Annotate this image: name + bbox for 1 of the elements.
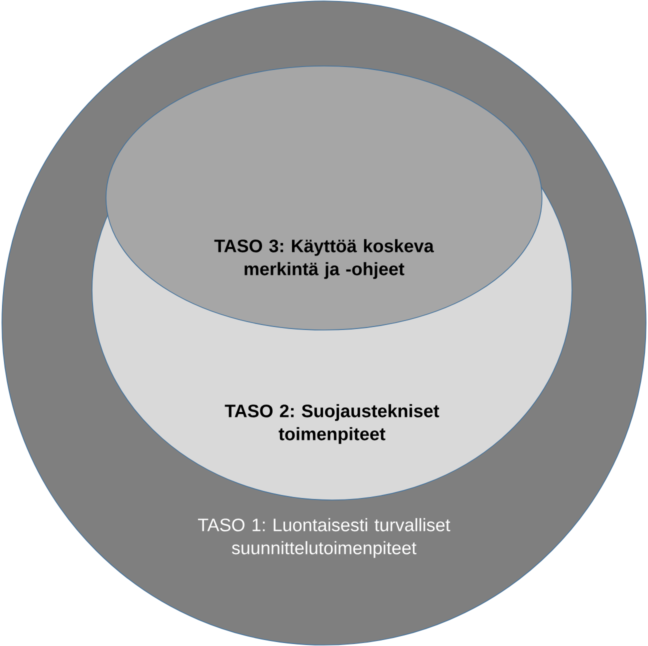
ellipse-region: TASO 3: Käyttöä koskeva merkintä ja -ohjeet	[106, 66, 542, 330]
